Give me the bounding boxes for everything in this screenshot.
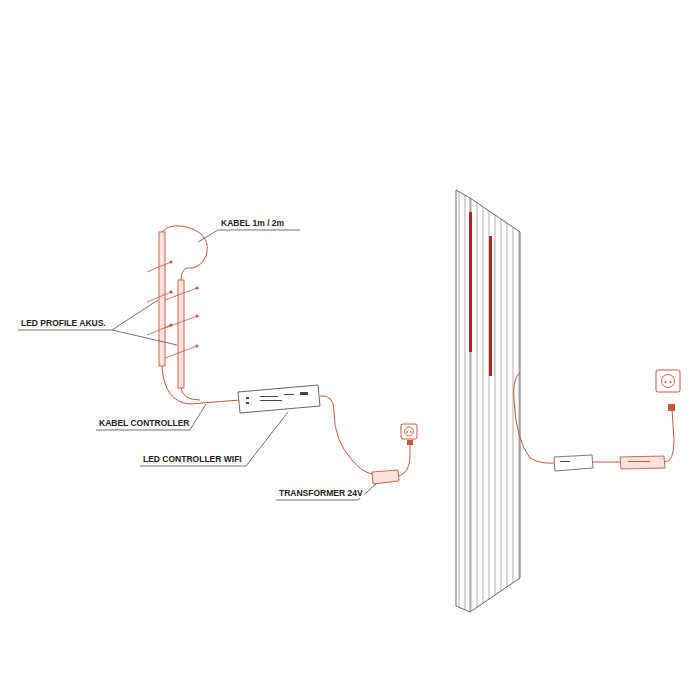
callout-label: TRANSFORMER 24V — [278, 488, 364, 498]
callout-label: LED PROFILE AKUS. — [20, 318, 107, 328]
led-controller — [238, 385, 320, 413]
panel-cable — [514, 372, 554, 463]
supply-cable — [320, 396, 372, 474]
transformer — [620, 456, 665, 469]
plug — [407, 440, 413, 445]
callout-label: KABEL 1m / 2m — [220, 218, 285, 228]
callout-label: LED CONTROLLER WIFI — [142, 454, 243, 464]
led-profiles — [147, 232, 199, 388]
wall-socket — [656, 370, 680, 392]
led-controller — [554, 455, 593, 471]
cable-loop — [162, 226, 207, 280]
callout-label: KABEL CONTROLLER — [98, 418, 191, 428]
controller-cable — [162, 366, 240, 404]
plug-cable — [399, 444, 410, 476]
plug — [668, 404, 675, 411]
transformer — [372, 470, 399, 484]
acoustic-panel — [456, 190, 520, 612]
leader-lines — [18, 230, 376, 500]
wall-socket — [401, 424, 417, 439]
